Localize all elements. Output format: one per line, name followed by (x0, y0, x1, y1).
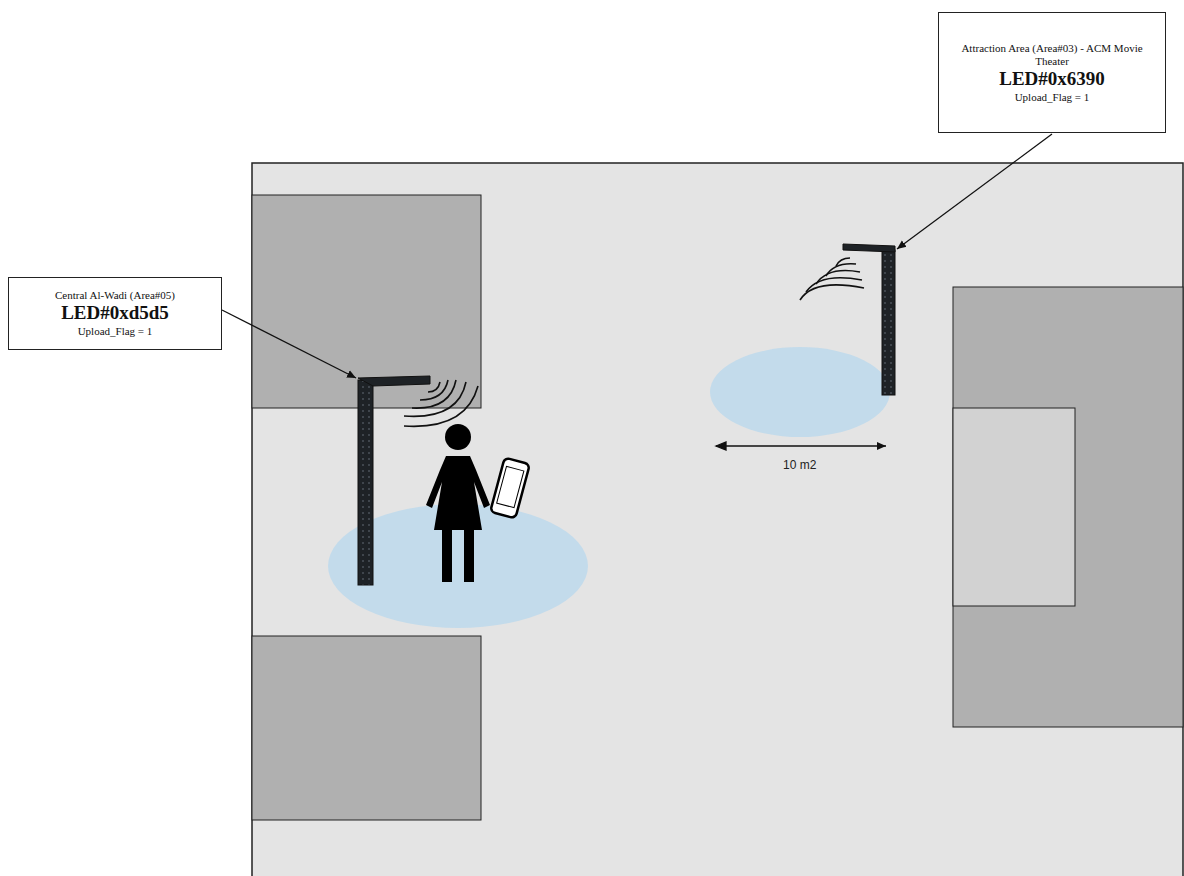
dimension-arrow (716, 442, 886, 450)
upload-flag: Upload_Flag = 1 (945, 90, 1159, 104)
person-figure (426, 424, 530, 582)
callout-heading: Attraction Area (Area#03) - ACM Movie Th… (945, 42, 1159, 68)
leader-line (897, 134, 1052, 249)
building-block (953, 287, 1183, 727)
building-block (252, 636, 481, 820)
building-block (252, 195, 481, 408)
leader-line (222, 310, 356, 378)
callout-heading: Central Al-Wadi (Area#05) (15, 289, 215, 302)
led-id: LED#0x6390 (945, 68, 1159, 90)
upload-flag: Upload_Flag = 1 (15, 324, 215, 338)
signal-waves (800, 258, 864, 300)
building-recess (953, 408, 1075, 606)
led-id: LED#0xd5d5 (15, 302, 215, 324)
signal-waves (404, 380, 478, 426)
light-footprint (710, 347, 890, 437)
floor-area (252, 163, 1183, 876)
dimension-label: 10 m2 (780, 458, 819, 472)
led-pole (843, 244, 895, 395)
callout-box: Central Al-Wadi (Area#05)LED#0xd5d5Uploa… (8, 277, 222, 350)
callout-box: Attraction Area (Area#03) - ACM Movie Th… (938, 12, 1166, 133)
